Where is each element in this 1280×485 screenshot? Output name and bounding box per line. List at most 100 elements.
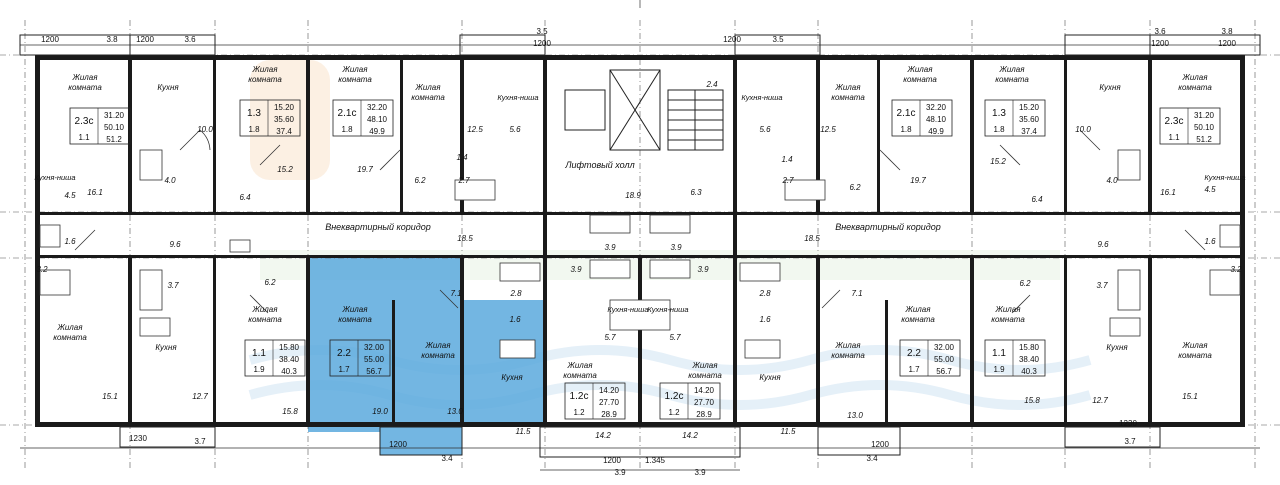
- room-label-living: комната: [563, 371, 597, 380]
- apartment-info-box: [984, 339, 1046, 377]
- room-area: 18.9: [625, 191, 641, 200]
- room-area: 6.4: [239, 193, 251, 202]
- room-label-living: комната: [688, 371, 722, 380]
- apartment-total-area: 55.00: [364, 355, 385, 364]
- apartment-info-box: [332, 99, 394, 137]
- apartment-info-box: [239, 99, 301, 137]
- room-area: 3.7: [1096, 281, 1108, 290]
- room-label-kitchen-niche: Кухня-ниша: [741, 93, 782, 102]
- room-area: 1.6: [1204, 237, 1216, 246]
- apartment-total-area: 38.40: [279, 355, 300, 364]
- room-area: 4.5: [64, 191, 76, 200]
- dimension-label: 1200: [603, 456, 621, 465]
- room-label-living: Жилая: [1181, 73, 1208, 82]
- apartment-type: 1.2с: [665, 391, 684, 402]
- apartment-total-area: 27.70: [599, 398, 620, 407]
- apartment-type: 1.3: [992, 108, 1006, 119]
- apartment-type: 2.2: [337, 348, 351, 359]
- room-area: 12.7: [192, 392, 208, 401]
- room-area: 15.8: [282, 407, 298, 416]
- room-area: 5.7: [669, 333, 681, 342]
- room-area: 13.0: [847, 411, 863, 420]
- room-label-living: Жилая: [414, 83, 441, 92]
- room-label-living: комната: [68, 83, 102, 92]
- apartment-type: 2.2: [907, 348, 921, 359]
- room-label-living: комната: [1178, 351, 1212, 360]
- apartment-coefficient: 1.1: [1168, 133, 1180, 142]
- room-area: 2.8: [758, 289, 771, 298]
- room-area: 12.5: [820, 125, 836, 134]
- room-area: 18.5: [457, 234, 473, 243]
- apartment-info-layer: 2.3с1.131.2050.1051.21.31.815.2035.6037.…: [69, 99, 1221, 420]
- room-area: 15.8: [1024, 396, 1040, 405]
- dimension-label: 3.7: [194, 437, 206, 446]
- apartment-total-area: 55.00: [934, 355, 955, 364]
- apartment-coefficient: 1.8: [900, 125, 912, 134]
- room-area: 15.1: [102, 392, 118, 401]
- apartment-info-box: [244, 339, 306, 377]
- room-label-living: Жилая: [834, 83, 861, 92]
- room-label-living: комната: [1178, 83, 1212, 92]
- dimension-label: 1230: [1119, 419, 1137, 428]
- room-area: 16.1: [1160, 188, 1176, 197]
- room-label-kitchen: Кухня: [501, 373, 523, 382]
- apartment-living-area: 32.00: [364, 343, 385, 352]
- room-label-kitchen-niche: Кухня-ниша: [1204, 173, 1245, 182]
- room-label-kitchen-niche: Кухня-ниша: [34, 173, 75, 182]
- room-area: 5.6: [509, 125, 521, 134]
- apartment-coefficient: 1.2: [573, 408, 585, 417]
- room-label-kitchen-niche: Кухня-ниша: [607, 305, 648, 314]
- dimension-label: 3.6: [184, 35, 196, 44]
- room-label-living: Жилая: [251, 65, 278, 74]
- room-label-living: комната: [901, 315, 935, 324]
- room-area: 6.2: [849, 183, 861, 192]
- dimension-label: 1200: [389, 440, 407, 449]
- room-area: 5.7: [604, 333, 616, 342]
- dimension-label: 3.5: [772, 35, 784, 44]
- room-area: 4.0: [1106, 176, 1118, 185]
- room-area: 4.0: [164, 176, 176, 185]
- apartment-living-area: 15.20: [1019, 103, 1040, 112]
- apartment-info-box: [69, 107, 131, 145]
- doors: [74, 129, 1206, 314]
- apartment-type: 1.1: [252, 348, 266, 359]
- apartment-type: 2.3с: [75, 116, 94, 127]
- dimension-label: 3.4: [866, 454, 878, 463]
- apartment-area-with-balcony: 28.9: [696, 410, 712, 419]
- dimension-label: 3.5: [536, 27, 548, 36]
- room-area: 15.2: [990, 157, 1006, 166]
- room-area: 19.7: [910, 176, 926, 185]
- room-area: 11.5: [516, 427, 532, 436]
- apartment-info-box: [564, 382, 626, 420]
- apartment-info-box: [1159, 107, 1221, 145]
- room-area: 6.2: [264, 278, 276, 287]
- room-area: 14.2: [682, 431, 698, 440]
- room-label-living: комната: [338, 75, 372, 84]
- apartment-total-area: 35.60: [274, 115, 295, 124]
- dimension-label: 1200: [136, 35, 154, 44]
- room-label-kitchen: Кухня: [1106, 343, 1128, 352]
- apartment-living-area: 31.20: [104, 111, 125, 120]
- apartment-total-area: 48.10: [367, 115, 388, 124]
- apartment-coefficient: 1.9: [993, 365, 1005, 374]
- room-area: 7.1: [450, 289, 461, 298]
- room-area: 1.6: [759, 315, 771, 324]
- room-area: 2.4: [705, 80, 718, 89]
- highlighted-apartment[interactable]: [308, 258, 545, 455]
- apartment-type: 2.3с: [1165, 116, 1184, 127]
- apartment-living-area: 15.80: [279, 343, 300, 352]
- room-label-living: Жилая: [56, 323, 83, 332]
- room-area: 12.7: [1092, 396, 1108, 405]
- room-area: 9.6: [1097, 240, 1109, 249]
- room-area: 6.4: [1031, 195, 1043, 204]
- apartment-area-with-balcony: 49.9: [928, 127, 944, 136]
- room-area: 11.5: [781, 427, 797, 436]
- room-label-living: комната: [338, 315, 372, 324]
- room-area: 3.9: [670, 243, 682, 252]
- room-area: 10.0: [1075, 125, 1091, 134]
- apartment-type: 2.1с: [338, 108, 357, 119]
- apartment-total-area: 50.10: [104, 123, 125, 132]
- apartment-type: 1.2с: [570, 391, 589, 402]
- dimension-label: 1230: [129, 434, 147, 443]
